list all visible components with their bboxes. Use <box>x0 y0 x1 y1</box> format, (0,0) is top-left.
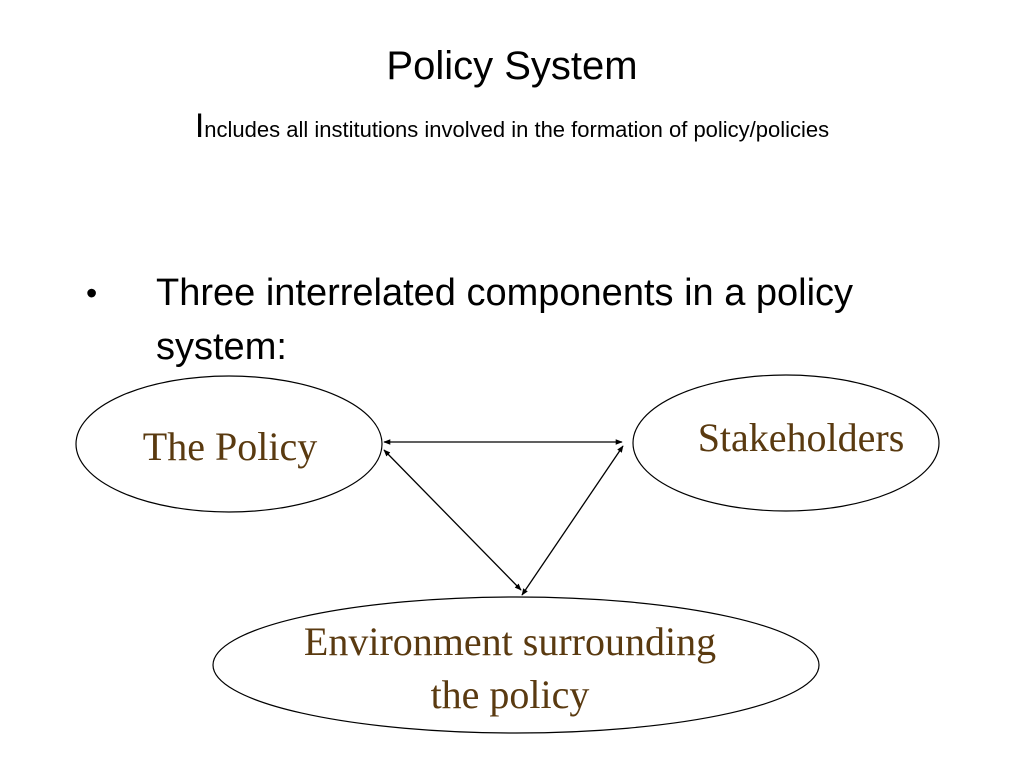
subtitle-text: ncludes all institutions involved in the… <box>204 117 830 142</box>
slide-title: Policy System <box>386 44 638 88</box>
environment-node-label-line2: the policy <box>431 672 590 717</box>
environment-node-label-line1: Environment surrounding <box>304 619 716 664</box>
environment-node <box>212 596 820 734</box>
policy-environment-connector <box>383 449 522 591</box>
policy-node-label: The Policy <box>143 424 317 469</box>
bullet-marker: • <box>86 275 98 311</box>
stakeholders-environment-connector <box>521 445 624 596</box>
stakeholders-node <box>632 374 940 512</box>
stakeholders-node-label: Stakeholders <box>698 415 905 460</box>
policy-node <box>75 375 383 513</box>
bullet-text: Three interrelated components in a polic… <box>156 272 854 368</box>
subtitle-initial-letter: I <box>194 107 205 145</box>
slide-subtitle: Includes all institutions involved in th… <box>0 106 1024 150</box>
